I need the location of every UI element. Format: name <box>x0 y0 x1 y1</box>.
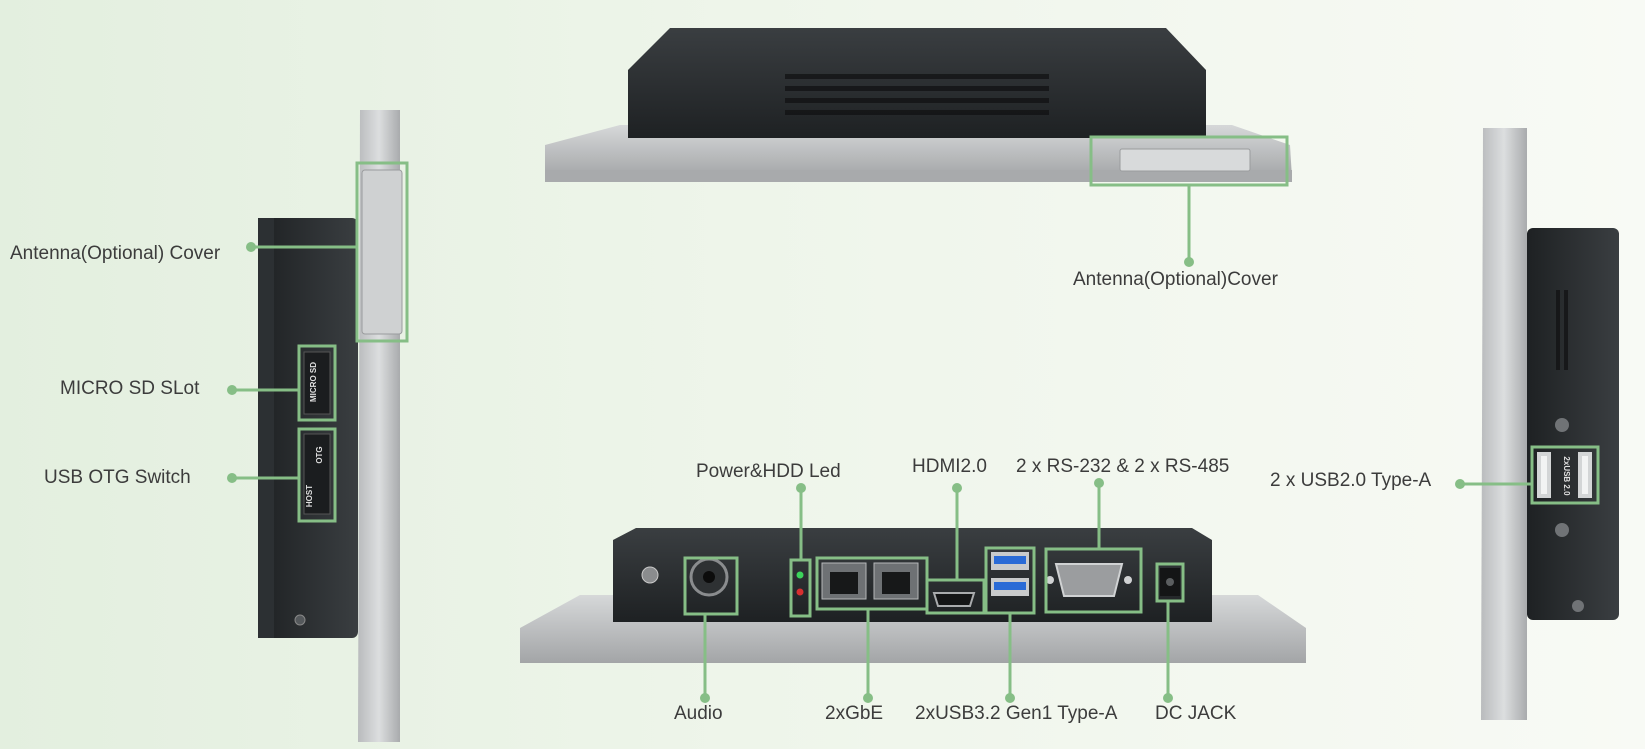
usb-port-icon <box>991 552 1029 570</box>
screw-icon <box>294 614 306 626</box>
top-view <box>545 28 1292 182</box>
leader-dot <box>1005 693 1015 703</box>
label-micro-sd: MICRO SD SLot <box>60 378 200 399</box>
label-audio: Audio <box>674 703 723 724</box>
left-antenna-cover <box>361 169 403 335</box>
rj45-port-icon <box>821 562 867 600</box>
label-dc-jack: DC JACK <box>1155 703 1237 724</box>
rj45-port-icon <box>873 562 919 600</box>
label-antenna-left: Antenna(Optional) Cover <box>10 243 221 264</box>
label-usb3: 2xUSB3.2 Gen1 Type-A <box>915 703 1118 724</box>
leader-dot <box>952 483 962 493</box>
leader-dot <box>1184 257 1194 267</box>
host-silkscreen: HOST <box>305 485 314 507</box>
leader-dot <box>863 693 873 703</box>
usb-port-icon <box>1578 452 1592 498</box>
label-hdmi: HDMI2.0 <box>912 456 987 477</box>
otg-silkscreen: OTG <box>315 446 324 463</box>
usb-port-icon <box>1537 452 1551 498</box>
leader-dot <box>796 483 806 493</box>
callout-box-usb-otg <box>297 427 337 523</box>
callout-box-audio <box>683 556 739 616</box>
leader-dot <box>1094 478 1104 488</box>
callout-dots <box>227 242 1465 703</box>
right-vent-holes <box>1556 290 1568 370</box>
db9-serial-port-icon <box>1046 563 1132 597</box>
label-usb2: 2 x USB2.0 Type-A <box>1270 470 1432 491</box>
left-side-view: MICRO SD HOST OTG <box>258 110 403 742</box>
callout-box-dc-jack <box>1155 562 1185 603</box>
callout-box-usb2 <box>1530 445 1600 505</box>
micro-sd-silkscreen: MICRO SD <box>309 362 318 402</box>
io-view <box>520 528 1306 663</box>
otg-switch <box>303 433 331 515</box>
label-usb-otg: USB OTG Switch <box>44 467 191 488</box>
usb2-silkscreen: 2xUSB 2.0 <box>1562 456 1571 496</box>
screw-icon <box>1555 523 1569 537</box>
led-icon <box>796 571 804 596</box>
leader-dot <box>227 385 237 395</box>
micro-sd-slot <box>303 351 331 415</box>
screw-icon <box>641 566 659 584</box>
leader-dot <box>1163 693 1173 703</box>
dc-jack-icon <box>1160 568 1180 596</box>
leader-dot <box>227 473 237 483</box>
leader-dot <box>1455 479 1465 489</box>
label-serial: 2 x RS-232 & 2 x RS-485 <box>1016 456 1230 477</box>
label-antenna-top: Antenna(Optional)Cover <box>1073 269 1278 290</box>
top-vent-holes <box>785 74 1049 115</box>
leader-dot <box>700 693 710 703</box>
right-bezel <box>1481 128 1527 720</box>
usb-port-icon <box>991 578 1029 596</box>
right-side-view: 2xUSB 2.0 <box>1481 128 1619 720</box>
callouts <box>232 135 1600 698</box>
screw-icon <box>1572 600 1584 612</box>
top-chassis <box>628 28 1206 138</box>
callout-box-micro-sd <box>297 344 337 422</box>
leader-dot <box>246 242 256 252</box>
hdmi-port-icon <box>932 592 976 607</box>
top-antenna-cover <box>1119 148 1251 172</box>
label-power-led: Power&HDD Led <box>696 461 841 482</box>
label-gbe: 2xGbE <box>825 703 884 724</box>
callout-box-antenna-left <box>355 161 409 343</box>
right-chassis <box>1527 228 1619 620</box>
callout-box-serial <box>1044 547 1143 614</box>
screw-icon <box>1555 418 1569 432</box>
